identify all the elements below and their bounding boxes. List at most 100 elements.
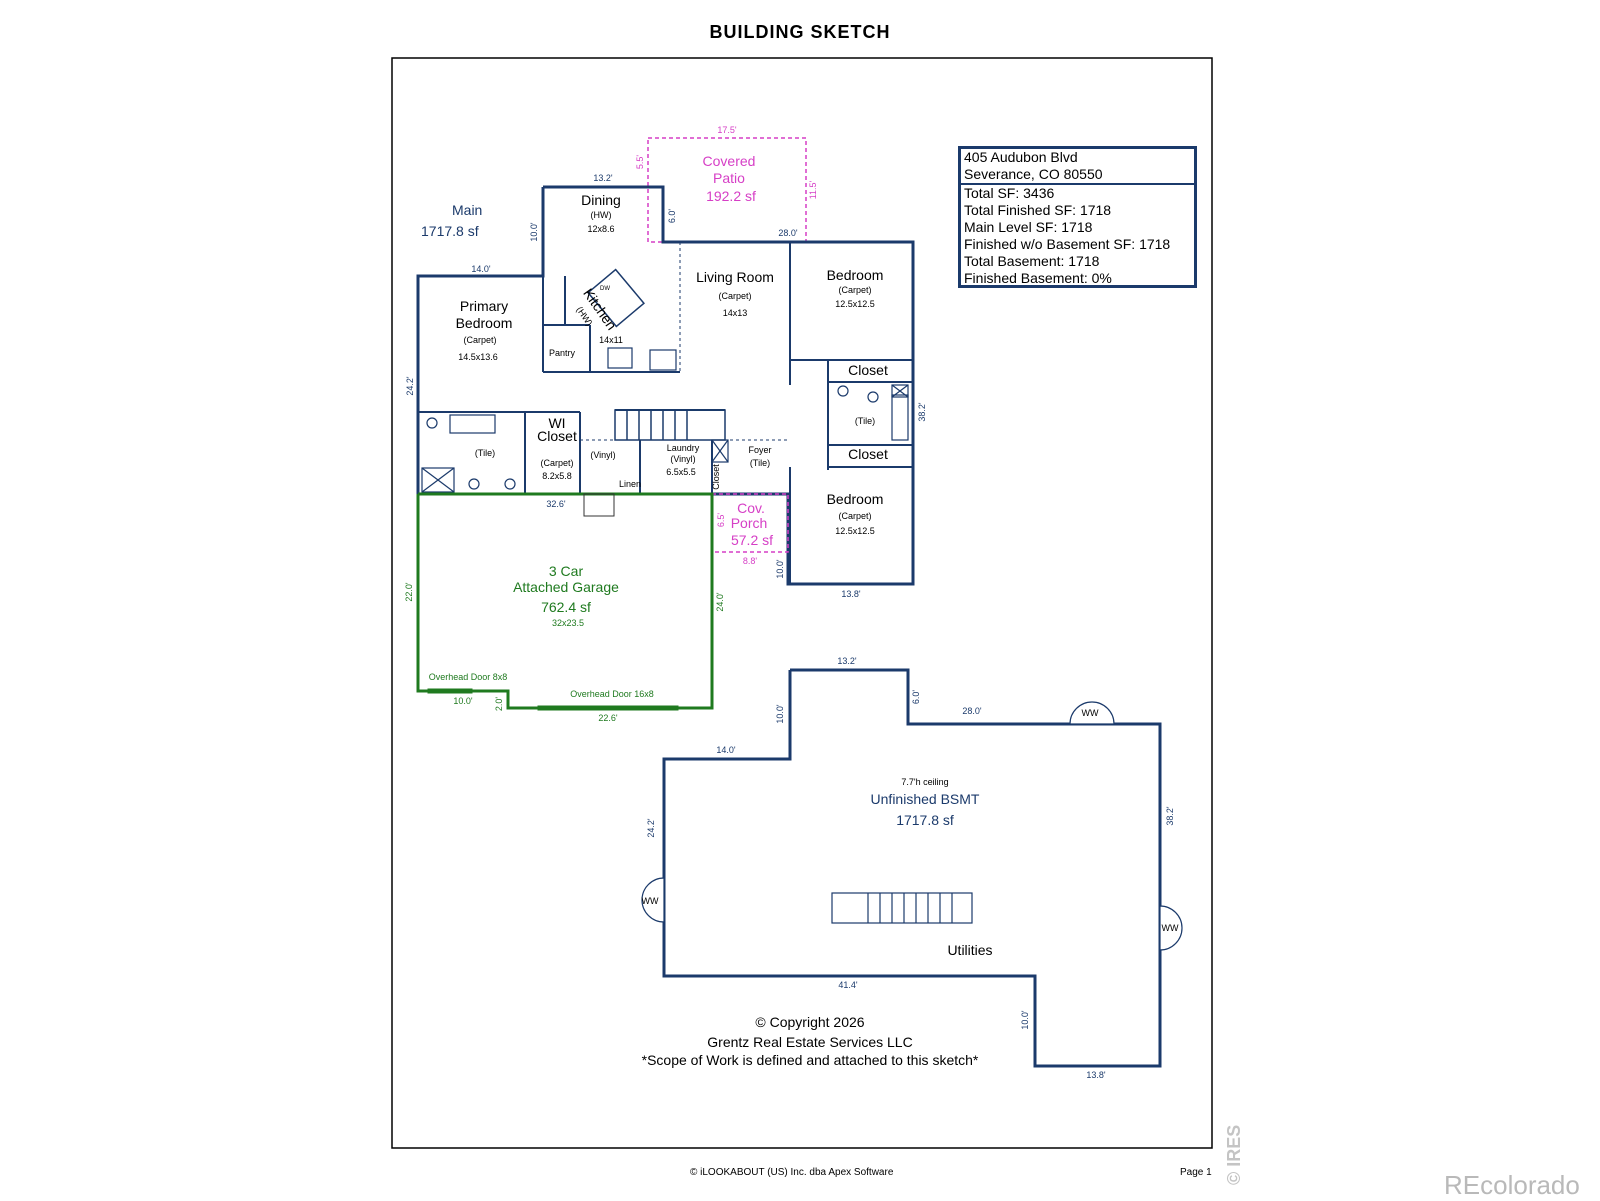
pantry-label: Pantry xyxy=(549,348,576,358)
patio-area: 192.2 sf xyxy=(706,188,756,204)
dim-porch-left: 6.5' xyxy=(716,513,726,528)
dim-right-side: 38.2' xyxy=(917,402,927,422)
dim-dining-left: 10.0' xyxy=(529,222,539,242)
bedroom1-size: 12.5x12.5 xyxy=(835,299,875,309)
ires-watermark: © IRES xyxy=(1224,1124,1244,1185)
wi-closet-floor: (Carpet) xyxy=(540,458,573,468)
footer-credit: © iLOOKABOUT (US) Inc. dba Apex Software xyxy=(690,1167,894,1178)
garage-door1: Overhead Door 8x8 xyxy=(429,672,508,682)
ww-label-right: WW xyxy=(1162,923,1179,933)
dim-patio-top: 17.5' xyxy=(717,125,737,135)
dim-bsmt-left-step: 14.0' xyxy=(716,745,736,755)
dim-primary-top: 14.0' xyxy=(471,264,491,274)
closet-top-label: Closet xyxy=(848,362,888,378)
bsmt-ceiling: 7.7'h ceiling xyxy=(901,777,948,787)
bedroom1-name: Bedroom xyxy=(827,267,884,283)
living-name: Living Room xyxy=(696,269,774,285)
primary-name2: Bedroom xyxy=(456,315,513,331)
main-level-sf: Main Level SF: 1718 xyxy=(964,219,1093,235)
garage-name2: Attached Garage xyxy=(513,579,619,595)
garage-size: 32x23.5 xyxy=(552,618,584,628)
dim-bsmt-upper-right: 28.0' xyxy=(962,706,982,716)
primary-floor: (Carpet) xyxy=(463,335,496,345)
bedroom2-floor: (Carpet) xyxy=(838,511,871,521)
main-area: 1717.8 sf xyxy=(421,223,479,239)
dim-left-side: 24.2' xyxy=(405,376,415,396)
dim-bsmt-bottom-right: 13.8' xyxy=(1086,1070,1106,1080)
dim-bed-left: 10.0' xyxy=(775,559,785,579)
dim-bsmt-top-left: 10.0' xyxy=(775,704,785,724)
dining-floor: (HW) xyxy=(591,210,612,220)
dim-bed-bottom: 13.8' xyxy=(841,589,861,599)
primary-size: 14.5x13.6 xyxy=(458,352,498,362)
foyer-name: Foyer xyxy=(748,445,771,455)
page-title: BUILDING SKETCH xyxy=(709,22,891,42)
dim-porch-bottom: 8.8' xyxy=(743,556,758,566)
bedroom1-floor: (Carpet) xyxy=(838,285,871,295)
wi-closet-name1: WI xyxy=(548,415,565,431)
garage-name1: 3 Car xyxy=(549,563,584,579)
room-labels: Dining (HW) 12x8.6 Kitchen (HW) 14x11 DW… xyxy=(456,192,888,536)
garage-door2: Overhead Door 16x8 xyxy=(570,689,654,699)
patio-porch-labels: Covered Patio 192.2 sf Cov. Porch 57.2 s… xyxy=(703,153,774,548)
dim-dining-top: 13.2' xyxy=(593,173,613,183)
dining-size: 12x8.6 xyxy=(587,224,614,234)
bath-fixtures xyxy=(421,347,909,493)
footer-page: Page 1 xyxy=(1180,1167,1212,1178)
dim-garage-right: 24.0' xyxy=(715,592,725,612)
garage-area: 762.4 sf xyxy=(541,599,591,615)
wi-closet-name2: Closet xyxy=(537,428,577,444)
garage-labels: 3 Car Attached Garage 762.4 sf 32x23.5 O… xyxy=(429,563,654,699)
dim-garage-b3: 22.6' xyxy=(598,713,618,723)
bedroom2-name: Bedroom xyxy=(827,491,884,507)
closet-bottom-label: Closet xyxy=(848,446,888,462)
bedroom2-size: 12.5x12.5 xyxy=(835,526,875,536)
dim-bsmt-right: 38.2' xyxy=(1165,806,1175,826)
porch-name1: Cov. xyxy=(737,500,765,516)
dim-bsmt-bottom: 41.4' xyxy=(838,980,858,990)
address-line1: 405 Audubon Blvd xyxy=(964,149,1078,165)
main-label: Main xyxy=(452,202,482,218)
bsmt-area: 1717.8 sf xyxy=(896,812,954,828)
bsmt-name: Unfinished BSMT xyxy=(871,791,980,807)
overhead-doors xyxy=(427,688,679,711)
patio-name2: Patio xyxy=(713,170,745,186)
garage-outline xyxy=(416,492,714,710)
dishwasher-label: DW xyxy=(600,286,610,292)
ww-label-top: WW xyxy=(1082,708,1099,718)
total-sf: Total SF: 3436 xyxy=(964,185,1055,201)
finished-basement: Finished Basement: 0% xyxy=(964,270,1112,286)
ww-label-left: WW xyxy=(642,896,659,906)
stairs-basement xyxy=(831,892,973,924)
main-level-outline xyxy=(416,185,915,586)
kitchen-island xyxy=(587,268,645,328)
living-floor: (Carpet) xyxy=(718,291,751,301)
dim-garage-b2: 2.0' xyxy=(494,697,504,712)
total-basement: Total Basement: 1718 xyxy=(964,253,1100,269)
copyright-line2: Grentz Real Estate Services LLC xyxy=(707,1034,913,1050)
sketch-frame xyxy=(391,57,1213,1149)
basement-outline xyxy=(662,668,1162,1068)
stairs-main xyxy=(614,409,726,441)
dim-garage-left: 22.0' xyxy=(404,582,414,602)
porch-area: 57.2 sf xyxy=(731,532,773,548)
patio-name1: Covered xyxy=(703,153,756,169)
hall-vinyl-label: (Vinyl) xyxy=(590,450,615,460)
dim-garage-b1: 10.0' xyxy=(453,696,473,706)
dim-living-top: 28.0' xyxy=(778,228,798,238)
garage-steps xyxy=(583,493,615,517)
dining-name: Dining xyxy=(581,192,621,208)
foyer-floor: (Tile) xyxy=(750,458,770,468)
brand-logo: REcolorado xyxy=(1444,1170,1580,1200)
covered-patio-outline xyxy=(647,137,807,243)
wi-closet-size: 8.2x5.8 xyxy=(542,471,572,481)
laundry-name: Laundry xyxy=(667,443,700,453)
finished-wo-basement-sf: Finished w/o Basement SF: 1718 xyxy=(964,236,1171,252)
primary-name1: Primary xyxy=(460,298,508,314)
bath-tile-label: (Tile) xyxy=(475,448,495,458)
dim-patio-right: 11.5' xyxy=(808,180,818,199)
dim-patio-left: 5.5' xyxy=(635,155,645,170)
basement-labels: 7.7'h ceiling Unfinished BSMT 1717.8 sf … xyxy=(642,708,1179,958)
total-finished-sf: Total Finished SF: 1718 xyxy=(964,202,1112,218)
